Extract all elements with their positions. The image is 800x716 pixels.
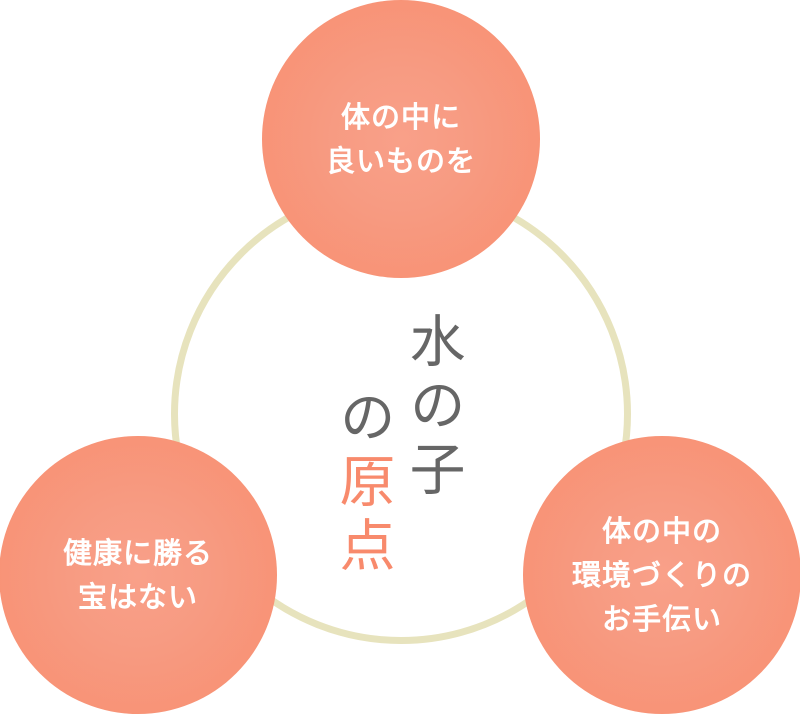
center-title: 水の子 の原点	[328, 312, 478, 602]
bubble-right-line-3: お手伝い	[601, 602, 722, 636]
bubble-bottom-left: 健康に勝る 宝はない	[0, 436, 277, 714]
bubble-top-line-2: 良いものを	[325, 144, 476, 178]
bubble-left-line-2: 宝はない	[77, 580, 198, 614]
title-origin-accent: 原点	[330, 452, 395, 580]
bubble-right-line-2: 環境づくりの	[571, 558, 752, 592]
bubble-bottom-right: 体の中の 環境づくりの お手伝い	[523, 436, 800, 714]
bubble-right-line-1: 体の中の	[601, 514, 722, 548]
title-column-left: の原点	[330, 388, 395, 580]
bubble-top-line-1: 体の中に	[340, 100, 461, 134]
title-no: の	[330, 388, 395, 452]
bubble-top: 体の中に 良いものを	[262, 0, 540, 278]
title-column-right: 水の子	[400, 312, 465, 504]
bubble-left-line-1: 健康に勝る	[62, 536, 213, 570]
